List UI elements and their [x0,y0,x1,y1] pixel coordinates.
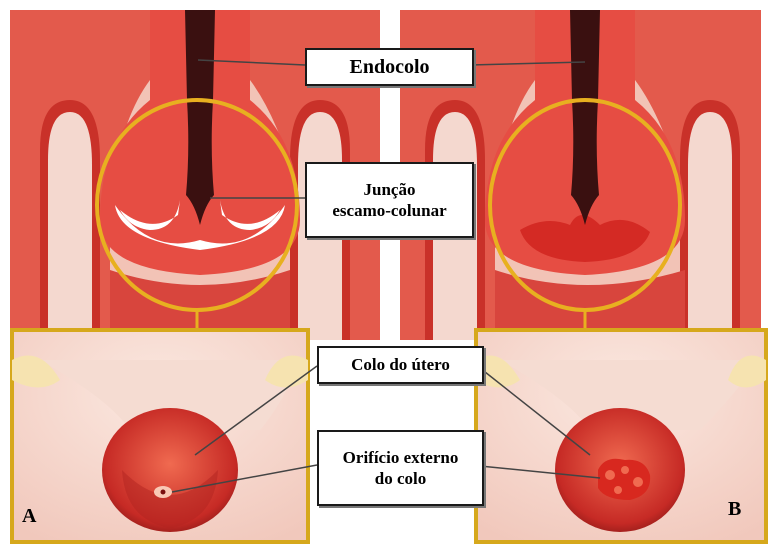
left-close-up-panel [12,330,308,542]
colo-label: Colo do útero [317,346,484,384]
colo-text: Colo do útero [351,354,450,375]
endocolo-text: Endocolo [349,55,429,80]
orificio-line1: Orifício externo [343,447,459,468]
right-close-up-panel [476,330,766,542]
juncao-line2: escamo-colunar [332,200,446,221]
endocolo-label: Endocolo [305,48,474,86]
panel-letter-a: A [22,505,36,528]
panel-letter-b: B [728,498,741,521]
juncao-label: Junção escamo-colunar [305,162,474,238]
juncao-line1: Junção [364,179,416,200]
orificio-label: Orifício externo do colo [317,430,484,506]
orificio-line2: do colo [375,468,426,489]
